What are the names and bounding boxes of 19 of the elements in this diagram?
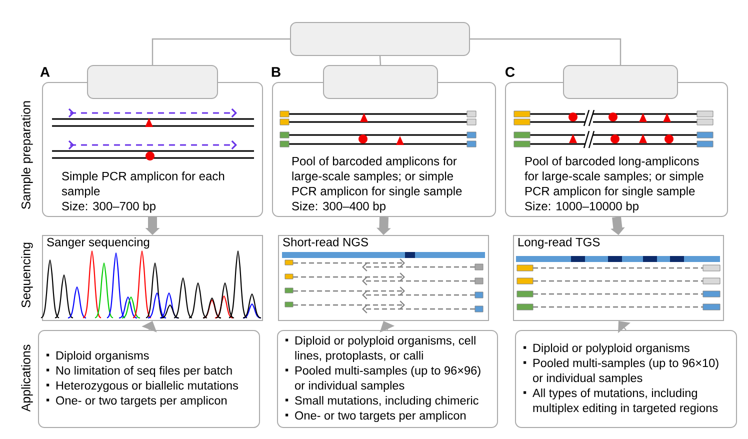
applications-box: Diploid or polyploid organisms Pooled multi-samples (up to 96×10) or individual samples All types of mutations, including multiplex editing in targeted regions bbox=[515, 330, 737, 428]
row-label: Applications bbox=[21, 344, 33, 412]
connector-line bbox=[470, 38, 622, 65]
panel-letter: B bbox=[272, 67, 280, 77]
header-box bbox=[563, 65, 678, 99]
panel-letter: A bbox=[40, 67, 50, 77]
header-box bbox=[290, 22, 470, 56]
row-label: Sequencing bbox=[21, 242, 33, 308]
connector-line bbox=[152, 38, 290, 65]
sequencing-panel: Short-read NGS bbox=[278, 235, 489, 321]
row-label: Sample preparation bbox=[21, 101, 33, 209]
applications-box: Diploid organisms No limitation of seq files per batch Heterozygous or biallelic mutations One- or two targets per amplicon bbox=[38, 330, 260, 428]
sequencing-panel: Sanger sequencing bbox=[42, 235, 263, 321]
header-box bbox=[87, 65, 218, 99]
sequencing-panel: Long-read TGS bbox=[513, 235, 724, 321]
applications-box: Diploid or polyploid organisms, cell lines, protoplasts, or calli Pooled multi-samples (up to 96×96) or individual samples Small mutations, including chimeric One- or two targets per amplicon bbox=[277, 330, 498, 428]
header-box bbox=[323, 65, 438, 99]
connector-line bbox=[379, 56, 382, 66]
panel-letter: C bbox=[506, 67, 515, 77]
